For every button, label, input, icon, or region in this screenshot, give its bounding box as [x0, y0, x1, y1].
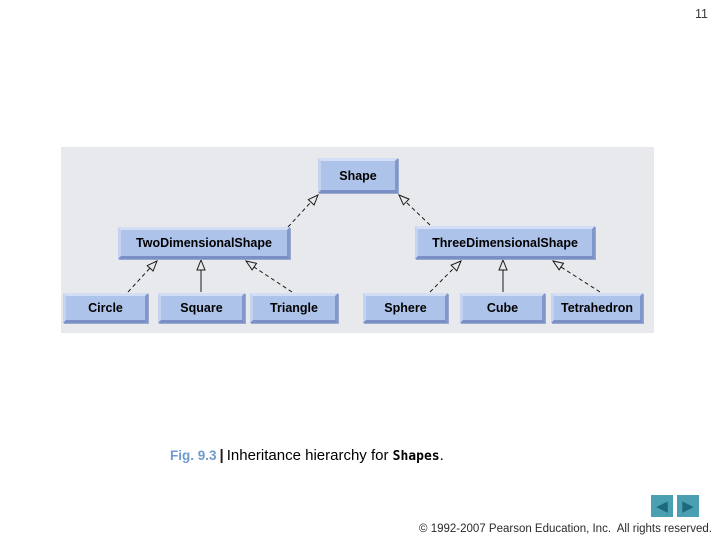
class-node-triangle: Triangle — [250, 293, 338, 323]
previous-arrow-icon: ◀ — [656, 496, 668, 515]
caption-text: Inheritance hierarchy for — [226, 447, 389, 464]
figure-caption: Fig. 9.3|Inheritance hierarchy for Shape… — [170, 447, 444, 464]
arrow-cube-to-threedim — [498, 258, 508, 292]
arrow-tetrahedron-to-threedim — [551, 260, 601, 293]
next-arrow-icon: ▶ — [682, 496, 694, 515]
class-node-circle: Circle — [63, 293, 148, 323]
arrow-sphere-to-threedim — [429, 260, 462, 293]
arrow-square-to-twodim — [196, 258, 206, 292]
arrow-twodim-to-shape — [287, 194, 319, 228]
caption-period: . — [439, 447, 444, 464]
slide-navigation: ◀ ▶ — [651, 495, 699, 517]
inheritance-hierarchy-diagram: Shape TwoDimensionalShape ThreeDimension… — [61, 147, 654, 333]
class-node-shape: Shape — [318, 158, 398, 193]
previous-slide-button[interactable]: ◀ — [651, 495, 673, 517]
class-node-cube: Cube — [460, 293, 545, 323]
caption-code-term: Shapes — [392, 449, 440, 464]
page-number: 11 — [695, 7, 708, 21]
class-node-three-dimensional-shape: ThreeDimensionalShape — [415, 226, 595, 259]
arrow-threedim-to-shape — [398, 194, 431, 226]
class-node-square: Square — [158, 293, 245, 323]
caption-separator: | — [219, 447, 224, 464]
arrow-triangle-to-twodim — [244, 260, 293, 293]
next-slide-button[interactable]: ▶ — [677, 495, 699, 517]
arrow-circle-to-twodim — [127, 260, 158, 293]
figure-label: Fig. 9.3 — [170, 448, 217, 463]
copyright-notice: © 1992-2007 Pearson Education, Inc. All … — [419, 523, 712, 535]
class-node-tetrahedron: Tetrahedron — [551, 293, 643, 323]
class-node-sphere: Sphere — [363, 293, 448, 323]
class-node-two-dimensional-shape: TwoDimensionalShape — [118, 227, 290, 259]
